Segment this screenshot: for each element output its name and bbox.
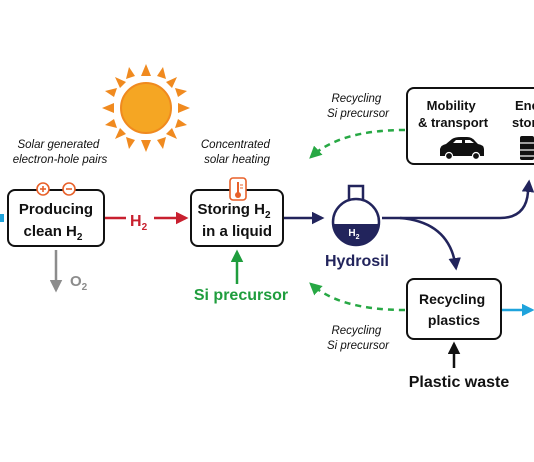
storing-h2-box: Storing H2 in a liquid (190, 189, 284, 247)
flask-h2-label: H2 (348, 228, 359, 241)
o2-output-arrow: O2 (49, 250, 88, 293)
h2-label: H2 (130, 213, 148, 233)
recycling-box-label: Recycling plastics (419, 291, 489, 328)
producing-box-line1: Producing (19, 201, 93, 218)
recycling-bottom-caption: Recycling Si precursor (327, 325, 390, 352)
recycling-top-caption: Recycling Si precursor (327, 93, 390, 120)
sun-icon (102, 64, 190, 152)
producing-clean-h2-box: Producing clean H2 (7, 189, 105, 247)
solar-pairs-caption: Solar generated electron-hole pairs (13, 139, 108, 166)
plastic-waste-input: Plastic waste (409, 341, 510, 391)
storing-box-line1: Storing H2 (197, 201, 271, 221)
recycling-plastics-box: Recycling plastics (406, 278, 502, 340)
producing-box-line2: clean H2 (24, 223, 83, 243)
flask-icon: H2 (331, 184, 381, 247)
plastic-waste-label: Plastic waste (409, 374, 510, 391)
storing-box-line2: in a liquid (202, 223, 272, 240)
energy-storage-label: Ene stor (512, 98, 534, 130)
si-precursor-label: Si precursor (194, 287, 288, 304)
to-recycling-arrow (399, 216, 461, 271)
h2-transfer-arrow: H2 (105, 206, 189, 233)
si-precursor-input: Si precursor (194, 249, 288, 304)
incoming-arrow (0, 214, 4, 222)
thermometer-icon (229, 177, 247, 201)
recycling-bottom-arrow (309, 282, 406, 312)
to-mobility-arrow (382, 179, 534, 220)
recycling-top-arrow (309, 128, 406, 159)
battery-icon (520, 136, 534, 160)
mobility-energy-box: Mobility & transport Ene stor (406, 87, 534, 165)
o2-label: O2 (70, 273, 88, 293)
car-icon (440, 137, 484, 161)
hydrosil-label: Hydrosil (325, 253, 389, 270)
mobility-label: Mobility & transport (418, 98, 489, 130)
charge-pair-icon (36, 182, 76, 196)
concentrated-heating-caption: Concentrated solar heating (201, 139, 273, 166)
